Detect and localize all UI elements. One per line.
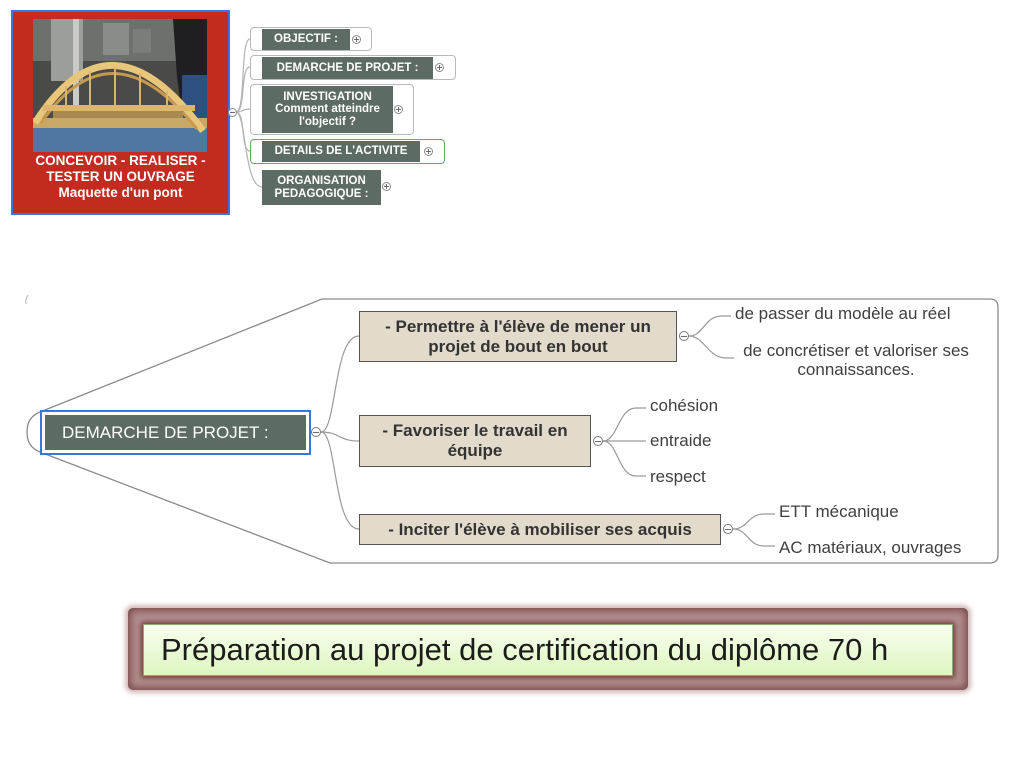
- branch-topic[interactable]: - Permettre à l'élève de mener un projet…: [359, 311, 677, 362]
- stray-mark: [25, 294, 29, 305]
- leaf-label: respect: [650, 467, 706, 486]
- banner-text: Préparation au projet de certification d…: [161, 632, 889, 667]
- branch-label: - Permettre à l'élève de mener un: [385, 316, 651, 336]
- topic-investigation[interactable]: INVESTIGATION Comment atteindre l'object…: [262, 86, 393, 133]
- branch-label: - Inciter l'élève à mobiliser ses acquis: [388, 519, 692, 539]
- connector-demarche: [235, 66, 251, 113]
- central-topic[interactable]: CONCEVOIR - REALISER - TESTER UN OUVRAGE…: [11, 10, 230, 215]
- leaf-topic[interactable]: ETT mécanique: [779, 503, 899, 521]
- collapse-icon[interactable]: [679, 331, 689, 341]
- branch-label: - Favoriser le travail en: [382, 421, 568, 440]
- collapse-icon[interactable]: [723, 524, 733, 534]
- branch-topic[interactable]: - Inciter l'élève à mobiliser ses acquis: [359, 514, 721, 545]
- leaf-label: connaissances.: [797, 360, 915, 379]
- branch-topic[interactable]: - Favoriser le travail en équipe: [359, 415, 591, 467]
- connector-organisation: [235, 111, 263, 188]
- topic-label: DEMARCHE DE PROJET :: [276, 61, 419, 74]
- bridge-arch: [33, 62, 206, 134]
- expand-plus-icon[interactable]: [394, 105, 403, 114]
- root-topic[interactable]: DEMARCHE DE PROJET :: [45, 415, 306, 450]
- leaf-label: de concrétiser et valoriser ses: [743, 341, 969, 360]
- leaf-label: cohésion: [650, 396, 719, 415]
- root-topic-label: DEMARCHE DE PROJET :: [62, 423, 269, 442]
- topic-label: PEDAGOGIQUE :: [274, 187, 369, 200]
- connector-branch-3: [320, 431, 360, 530]
- leaf-label: AC matériaux, ouvrages: [779, 538, 962, 557]
- connector-leaf-1-2: [688, 335, 734, 359]
- banner-textbox: Préparation au projet de certification d…: [143, 624, 953, 676]
- connector-leaf-3-2: [732, 528, 775, 547]
- topic-label: ORGANISATION: [277, 175, 366, 187]
- bridge-model-photo: [33, 19, 207, 152]
- connector-leaf-1-1: [688, 315, 731, 337]
- collapse-icon[interactable]: [593, 436, 603, 446]
- expand-plus-icon[interactable]: [352, 35, 361, 44]
- topic-organisation-pedagogique[interactable]: ORGANISATION PEDAGOGIQUE :: [262, 170, 381, 205]
- central-topic-text: CONCEVOIR - REALISER - TESTER UN OUVRAGE…: [13, 153, 228, 201]
- leaf-topic[interactable]: entraide: [650, 432, 711, 450]
- leaf-topic[interactable]: respect: [650, 468, 706, 486]
- expand-plus-icon[interactable]: [435, 63, 444, 72]
- topic-label: Comment atteindre: [275, 103, 380, 116]
- branch-label: équipe: [447, 441, 503, 460]
- branch-label: projet de bout en bout: [428, 336, 608, 356]
- leaf-label: entraide: [650, 431, 712, 450]
- collapse-icon[interactable]: [311, 427, 321, 437]
- topic-label: INVESTIGATION: [283, 90, 372, 103]
- leaf-topic[interactable]: cohésion: [650, 397, 718, 415]
- leaf-topic[interactable]: de passer du modèle au réel: [735, 305, 950, 323]
- connector-leaf-2-1: [602, 407, 646, 442]
- topic-demarche-de-projet[interactable]: DEMARCHE DE PROJET :: [262, 57, 433, 79]
- leaf-topic[interactable]: AC matériaux, ouvrages: [779, 539, 961, 557]
- callout-outline: [26, 298, 999, 564]
- connector-branch-1: [320, 335, 360, 433]
- central-title-line: CONCEVOIR - REALISER -: [35, 153, 206, 168]
- central-title-line: TESTER UN OUVRAGE: [46, 169, 195, 184]
- leaf-label: ETT mécanique: [779, 502, 899, 521]
- central-subtitle: Maquette d'un pont: [58, 185, 183, 200]
- connector-branch-2: [320, 431, 360, 442]
- leaf-label: de passer du modèle au réel: [735, 304, 951, 323]
- topic-label: DETAILS DE L'ACTIVITE: [274, 145, 408, 158]
- leaf-topic[interactable]: de concrétiser et valoriser ses connaiss…: [736, 341, 976, 379]
- topic-label: OBJECTIF :: [274, 33, 338, 46]
- connector-leaf-2-3: [602, 440, 646, 477]
- topic-objectif[interactable]: OBJECTIF :: [262, 29, 350, 50]
- expand-plus-icon[interactable]: [424, 147, 433, 156]
- connector-leaf-3-1: [732, 513, 775, 530]
- topic-label: l'objectif ?: [298, 115, 357, 128]
- collapse-icon[interactable]: [228, 108, 237, 117]
- expand-plus-icon[interactable]: [382, 182, 391, 191]
- topic-details-activite[interactable]: DETAILS DE L'ACTIVITE: [262, 141, 420, 162]
- root-topic-selection[interactable]: DEMARCHE DE PROJET :: [40, 410, 311, 455]
- connector-objectif: [235, 38, 251, 113]
